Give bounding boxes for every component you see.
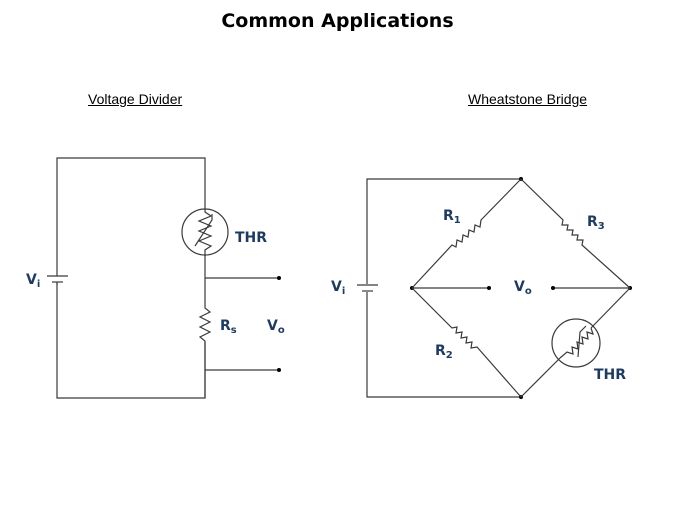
- wb-r1-label: R1: [443, 208, 461, 226]
- wb-r1-resistor-icon: [411, 178, 522, 289]
- wb-wire-bottom: [366, 292, 521, 398]
- wb-source-label: Vi: [331, 279, 345, 297]
- wb-wire-top: [366, 178, 521, 284]
- wb-output-terminal-right: [551, 286, 555, 290]
- vd-source-label: Vi: [26, 272, 40, 290]
- wb-output-terminal-left: [487, 286, 491, 290]
- wb-r3-label: R3: [587, 214, 605, 232]
- vd-output-terminal-top: [277, 276, 281, 280]
- vd-output-label: Vo: [267, 318, 285, 336]
- vd-resistor-label: Rs: [220, 318, 237, 336]
- wb-thermistor-label: THR: [594, 367, 626, 383]
- vd-thermistor-icon: [181, 208, 229, 256]
- wb-r3-resistor-icon: [520, 178, 631, 289]
- wb-output-label: Vo: [514, 279, 532, 297]
- vd-wire-bottom: [56, 283, 206, 399]
- wb-thermistor-icon: [520, 287, 631, 398]
- vd-resistor-icon: [198, 305, 212, 345]
- voltage-divider-heading: Voltage Divider: [88, 91, 183, 107]
- wheatstone-bridge-circuit: Vi R1 R3 R2 Vo THR: [331, 177, 632, 399]
- wheatstone-bridge-heading: Wheatstone Bridge: [468, 91, 588, 107]
- wb-r2-resistor-icon: [411, 287, 522, 398]
- page-title: Common Applications: [221, 10, 454, 32]
- voltage-divider-circuit: Vi THR Rs Vo: [26, 157, 285, 399]
- vd-output-terminal-bottom: [277, 368, 281, 372]
- vd-thermistor-label: THR: [235, 230, 267, 246]
- wb-r2-label: R2: [435, 343, 453, 361]
- vd-wire-top: [56, 157, 206, 273]
